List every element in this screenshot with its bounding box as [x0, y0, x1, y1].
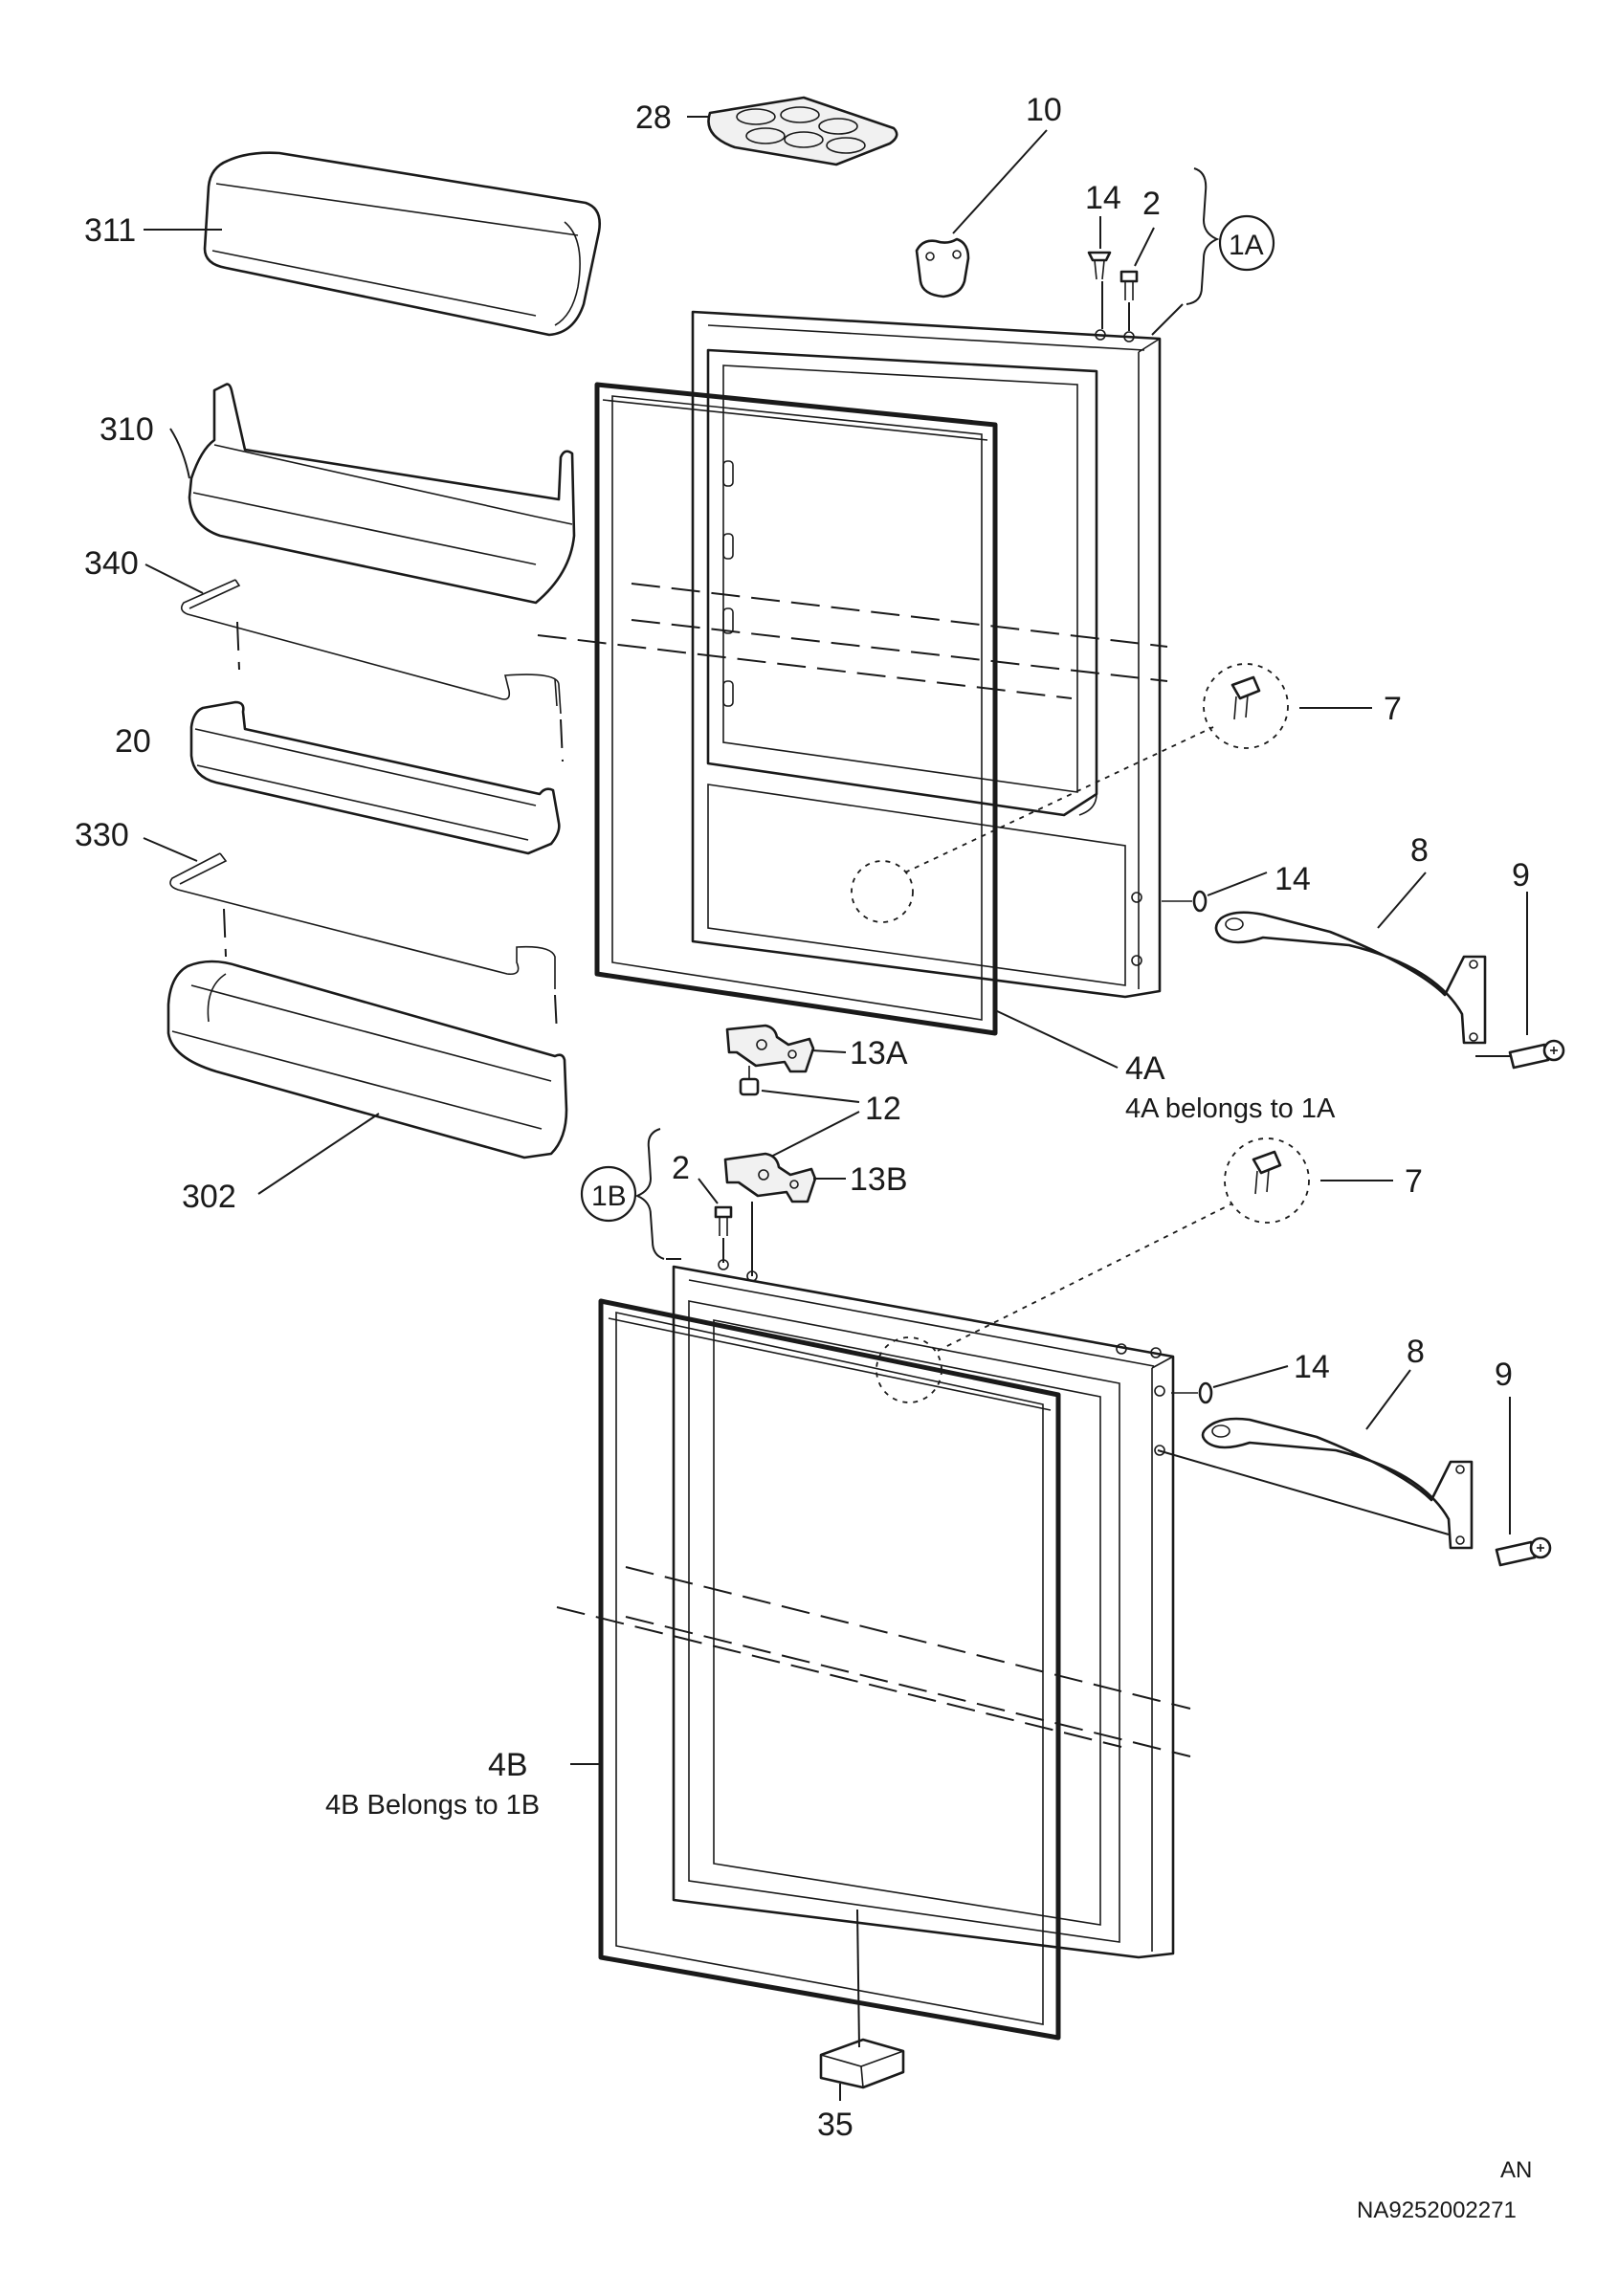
guide-340-b [560, 718, 564, 762]
break-lines-top [537, 583, 1168, 699]
label-4b: 4B [488, 1747, 528, 1783]
brace-1b [634, 1128, 665, 1260]
leader-12-b [761, 1111, 860, 1162]
leader-302 [257, 1113, 380, 1195]
guide-9-bottom [1157, 1449, 1450, 1535]
latch-part-10 [915, 237, 970, 298]
detail-circle-7-bottom [1224, 1137, 1310, 1224]
label-12: 12 [865, 1091, 901, 1127]
label-20: 20 [115, 723, 151, 760]
detail-link-7-top [904, 726, 1214, 873]
label-group-1a: 1A [1229, 230, 1264, 261]
detail-target-7-top [851, 860, 914, 923]
wire-guard-330 [169, 852, 556, 989]
bushing-12-a [739, 1066, 760, 1096]
door-handle-8-top [1214, 911, 1487, 1045]
label-7-top: 7 [1384, 691, 1402, 727]
leader-2-bottom [698, 1178, 719, 1204]
leader-12-a [761, 1090, 860, 1103]
leader-35-up [856, 1909, 860, 2048]
group-1b-circle [580, 1165, 637, 1223]
label-14-top: 14 [1085, 180, 1121, 216]
leader-14-bottom [1212, 1365, 1289, 1388]
brace-1a [1186, 167, 1220, 305]
bolt-7-top [1230, 675, 1261, 720]
hinge-bracket-13b [723, 1152, 817, 1203]
screw-9-top [1508, 1039, 1565, 1070]
leader-13a [810, 1049, 847, 1053]
leader-1a [1151, 303, 1184, 336]
label-14-bottom: 14 [1294, 1349, 1330, 1385]
leader-14-mid [1207, 872, 1268, 896]
label-8-bottom: 8 [1407, 1334, 1425, 1370]
door-gasket-4b [598, 1298, 1061, 2041]
guide-330-b [554, 994, 558, 1034]
label-10: 10 [1026, 92, 1062, 128]
door-gasket-4a [594, 382, 998, 1036]
leader-8-top [1377, 872, 1427, 929]
door-handle-8-bottom [1201, 1417, 1474, 1550]
label-2-top: 2 [1142, 186, 1161, 222]
detail-link-7-bottom [937, 1203, 1233, 1352]
label-310: 310 [100, 411, 154, 448]
leader-310 [169, 428, 190, 479]
screw-2-bottom [714, 1205, 733, 1236]
note-4a: 4A belongs to 1A [1125, 1093, 1336, 1124]
leader-2-top [1134, 227, 1155, 267]
clip-35 [819, 2038, 905, 2089]
wire-guard-340 [180, 579, 562, 715]
detail-circle-7-top [1203, 663, 1289, 749]
leader-340 [144, 563, 204, 594]
label-group-1b: 1B [591, 1181, 627, 1212]
hinge-pin-14-top [1087, 251, 1112, 280]
label-2-bottom: 2 [672, 1150, 690, 1186]
leader-8-bottom [1365, 1369, 1411, 1430]
hinge-bracket-13a [725, 1024, 815, 1073]
note-4b: 4B Belongs to 1B [325, 1790, 540, 1821]
leader-10 [952, 129, 1048, 234]
guide-340-a [236, 621, 240, 671]
leader-4a [994, 1009, 1119, 1069]
label-28: 28 [635, 99, 672, 136]
footer-drawing-number: NA9252002271 [1357, 2197, 1517, 2223]
leader-330 [143, 837, 198, 862]
pin-14-mid [1162, 890, 1208, 913]
guide-330-a [223, 908, 227, 958]
label-8-top: 8 [1410, 832, 1429, 869]
detail-target-7-bottom [875, 1336, 942, 1403]
screw-2-top [1119, 270, 1139, 300]
door-shelf-20 [189, 700, 561, 855]
footer-code: AN [1500, 2157, 1532, 2183]
label-35: 35 [817, 2107, 853, 2143]
label-9-top: 9 [1512, 857, 1530, 894]
egg-tray-28 [707, 96, 898, 166]
label-14-mid: 14 [1274, 861, 1311, 897]
dairy-cover-311 [203, 151, 601, 337]
label-330: 330 [75, 817, 129, 853]
label-4a: 4A [1125, 1050, 1165, 1087]
label-302: 302 [182, 1179, 236, 1215]
label-7-bottom: 7 [1405, 1163, 1423, 1200]
label-340: 340 [84, 545, 139, 582]
bolt-7-bottom [1252, 1150, 1282, 1195]
pin-14-bottom [1171, 1381, 1213, 1404]
group-1a-circle [1218, 214, 1275, 272]
bottle-shelf-302 [166, 960, 568, 1159]
label-13b: 13B [850, 1161, 908, 1198]
label-13a: 13A [850, 1035, 908, 1071]
screw-9-bottom [1495, 1536, 1552, 1567]
door-shelf-310 [188, 383, 576, 605]
fresh-food-door-1b [672, 1259, 1175, 1959]
break-lines-bottom [556, 1566, 1191, 1757]
label-9-bottom: 9 [1495, 1357, 1513, 1393]
label-311: 311 [84, 212, 136, 249]
